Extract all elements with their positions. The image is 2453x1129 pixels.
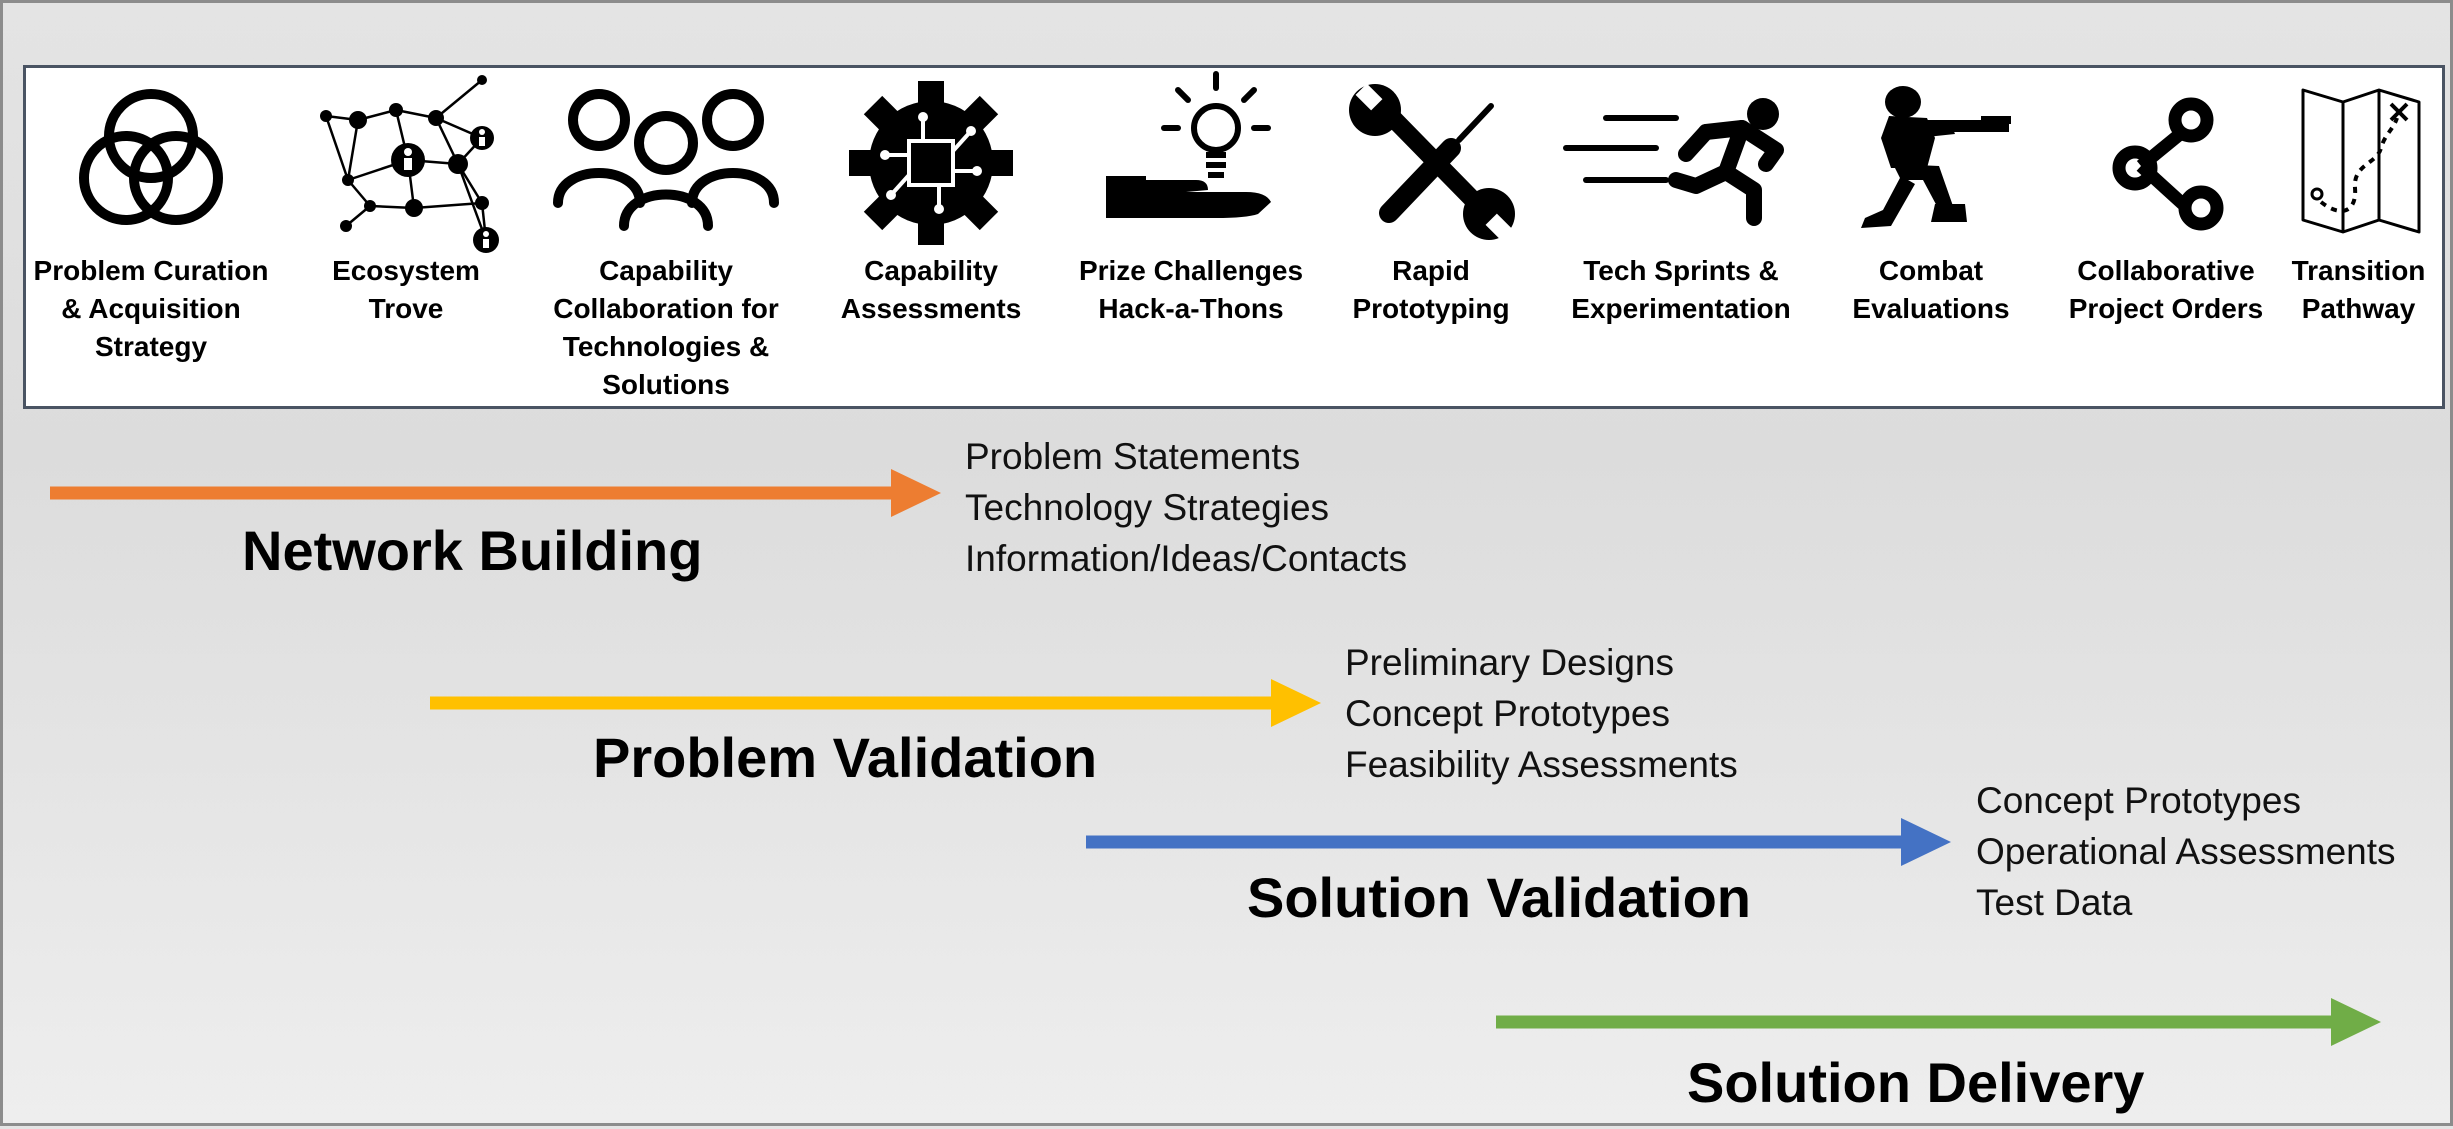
tool-capability-collaboration: Capability Collaboration for Technologie…	[536, 68, 796, 400]
solution-delivery-arrow	[1496, 998, 2381, 1046]
output-item: Feasibility Assessments	[1345, 744, 1738, 785]
tool-prize-challenges: Prize Challenges Hack-a-Thons	[1066, 68, 1316, 324]
tool-problem-curation: Problem Curation & Acquisition Strategy	[26, 68, 276, 362]
share-nodes-icon	[2112, 97, 2224, 231]
tool-label: Rapid Prototyping	[1352, 255, 1510, 324]
kneeling-soldier-icon	[1861, 86, 2011, 228]
tool-label: Collaborative Project Orders	[2068, 255, 2264, 324]
tool-label: Problem Curation & Acquisition Strategy	[33, 255, 269, 362]
stage-title-solution-delivery: Solution Delivery	[1687, 1051, 2145, 1114]
tool-label: Combat Evaluations	[1852, 255, 2010, 324]
stage-title-network-building: Network Building	[242, 519, 703, 582]
network-building-arrow	[50, 469, 941, 517]
tools-panel: Problem Curation & Acquisition Strategy	[23, 65, 2445, 409]
tool-label: Transition Pathway	[2291, 255, 2426, 324]
tool-transition-pathway: Transition Pathway	[2281, 68, 2436, 324]
tool-label: Capability Collaboration for Technologie…	[553, 255, 779, 400]
stage-arrows	[50, 469, 2381, 1046]
output-item: Preliminary Designs	[1345, 642, 1674, 683]
stage-outputs-network-building: Problem Statements Technology Strategies…	[965, 431, 1407, 584]
output-item: Concept Prototypes	[1976, 780, 2301, 821]
people-group-icon	[553, 89, 779, 231]
tool-collaborative-project-orders: Collaborative Project Orders	[2051, 68, 2281, 324]
output-item: Problem Statements	[965, 436, 1301, 477]
stage-title-solution-validation: Solution Validation	[1247, 866, 1751, 929]
tool-tech-sprints: Tech Sprints & Experimentation	[1546, 68, 1816, 324]
output-item: Operational Assessments	[1976, 831, 2396, 872]
tool-ecosystem-trove: Ecosystem Trove	[286, 68, 526, 324]
solution-validation-arrow	[1086, 818, 1951, 866]
stage-outputs-solution-validation: Concept Prototypes Operational Assessmen…	[1976, 775, 2396, 928]
tool-rapid-prototyping: Rapid Prototyping	[1331, 68, 1531, 324]
output-item: Information/Ideas/Contacts	[965, 538, 1408, 579]
three-rings-icon	[79, 89, 223, 225]
output-item: Concept Prototypes	[1345, 693, 1670, 734]
output-item: Technology Strategies	[965, 487, 1330, 528]
stage-title-problem-validation: Problem Validation	[593, 726, 1098, 789]
circuit-gear-icon	[849, 81, 1013, 245]
lightbulb-hand-icon	[1106, 71, 1271, 218]
tool-capability-assessments: Capability Assessments	[811, 68, 1051, 324]
tool-label: Ecosystem Trove	[332, 255, 480, 324]
wrench-screwdriver-icon	[1349, 83, 1515, 241]
trail-map-icon	[2301, 88, 2421, 234]
network-people-icon	[320, 75, 499, 253]
sprinter-icon	[1563, 98, 1784, 226]
tool-label: Capability Assessments	[840, 255, 1022, 324]
tool-label: Prize Challenges Hack-a-Thons	[1078, 255, 1304, 324]
output-item: Test Data	[1976, 882, 2133, 923]
stage-outputs-problem-validation: Preliminary Designs Concept Prototypes F…	[1345, 637, 1738, 790]
tool-label: Tech Sprints & Experimentation	[1571, 255, 1791, 324]
problem-validation-arrow	[430, 679, 1321, 727]
tool-combat-evaluations: Combat Evaluations	[1831, 68, 2031, 324]
